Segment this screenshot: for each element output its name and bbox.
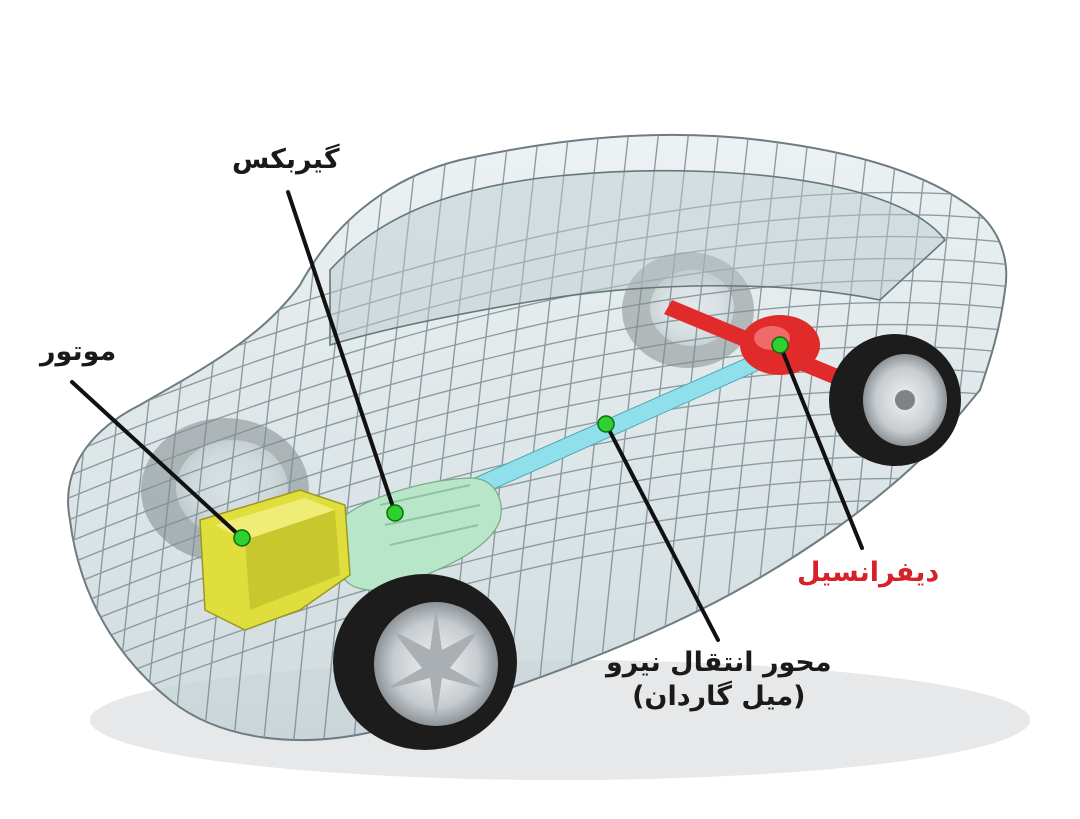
label-differential: دیفرانسیل	[797, 557, 940, 588]
leader-lines	[70, 190, 864, 642]
label-gearbox: گیربکس	[232, 144, 340, 175]
leader-differential	[778, 343, 864, 550]
label-driveshaft-line1: محور انتقال نیرو	[606, 647, 832, 678]
gearbox-housing	[339, 477, 502, 591]
rear-right-wheel	[829, 334, 961, 466]
front-right-wheel	[333, 574, 517, 750]
marker-driveshaft	[597, 415, 615, 433]
label-driveshaft-line2: (میل گاردان)	[632, 680, 806, 712]
leader-gearbox	[286, 190, 397, 515]
engine-block	[199, 489, 351, 631]
leader-driveshaft	[604, 422, 720, 642]
label-driveshaft: محور انتقال نیرو (میل گاردان)	[606, 646, 832, 714]
label-engine: موتور	[40, 336, 117, 367]
marker-engine	[233, 529, 251, 547]
marker-gearbox	[386, 504, 404, 522]
leader-engine	[70, 380, 244, 540]
marker-differential	[771, 336, 789, 354]
markers	[233, 336, 789, 547]
